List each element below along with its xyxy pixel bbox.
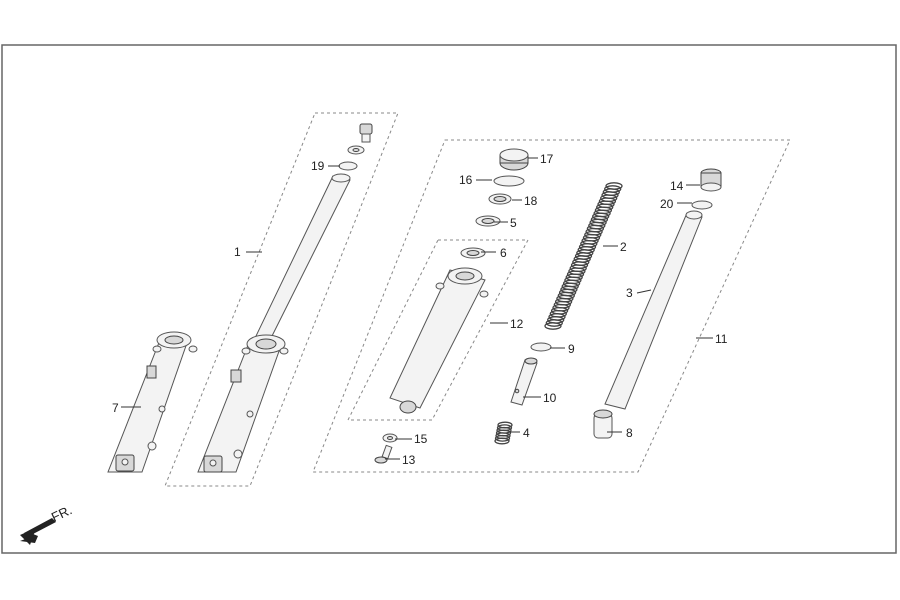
callout-9: 9: [568, 342, 575, 356]
spring-coil: [494, 437, 510, 445]
callout-16: 16: [459, 173, 473, 187]
callout-20: 20: [660, 197, 674, 211]
front-direction-arrow-icon: [20, 518, 56, 545]
part-damper-cylinder: [389, 267, 489, 414]
part-bottom-bolt-and-washer: [374, 433, 398, 464]
callout-8: 8: [626, 426, 633, 440]
callout-19: 19: [311, 159, 325, 173]
part-piston-rod-set: [494, 342, 552, 445]
part-fork-spring: [544, 182, 623, 330]
callout-13: 13: [402, 453, 416, 467]
callout-18: 18: [524, 194, 538, 208]
part-seal-stack: [460, 148, 529, 259]
spring-coil: [494, 434, 511, 442]
group-boundary-left: [164, 112, 399, 487]
callout-3: 3: [626, 286, 633, 300]
callout-6: 6: [500, 246, 507, 260]
callout-15: 15: [414, 432, 428, 446]
callout-2: 2: [620, 240, 627, 254]
spring-coil: [544, 322, 562, 330]
spring-coil: [545, 319, 563, 327]
callout-4: 4: [523, 426, 530, 440]
part-top-bolt-and-washer: [338, 123, 373, 171]
part-fork-tube-assembly: [197, 173, 351, 473]
callout-10: 10: [543, 391, 557, 405]
callout-1: 1: [234, 245, 241, 259]
callout-leaders: [121, 157, 713, 460]
callout-14: 14: [670, 179, 684, 193]
callout-5: 5: [510, 216, 517, 230]
part-fork-leg-left: [107, 331, 198, 473]
callout-7: 7: [112, 401, 119, 415]
group-boundary-right: [312, 139, 791, 473]
group-boundary-inner: [347, 239, 529, 421]
part-inner-tube-right: [593, 168, 722, 439]
callout-11: 11: [715, 332, 728, 346]
callout-12: 12: [510, 317, 524, 331]
callout-17: 17: [540, 152, 554, 166]
